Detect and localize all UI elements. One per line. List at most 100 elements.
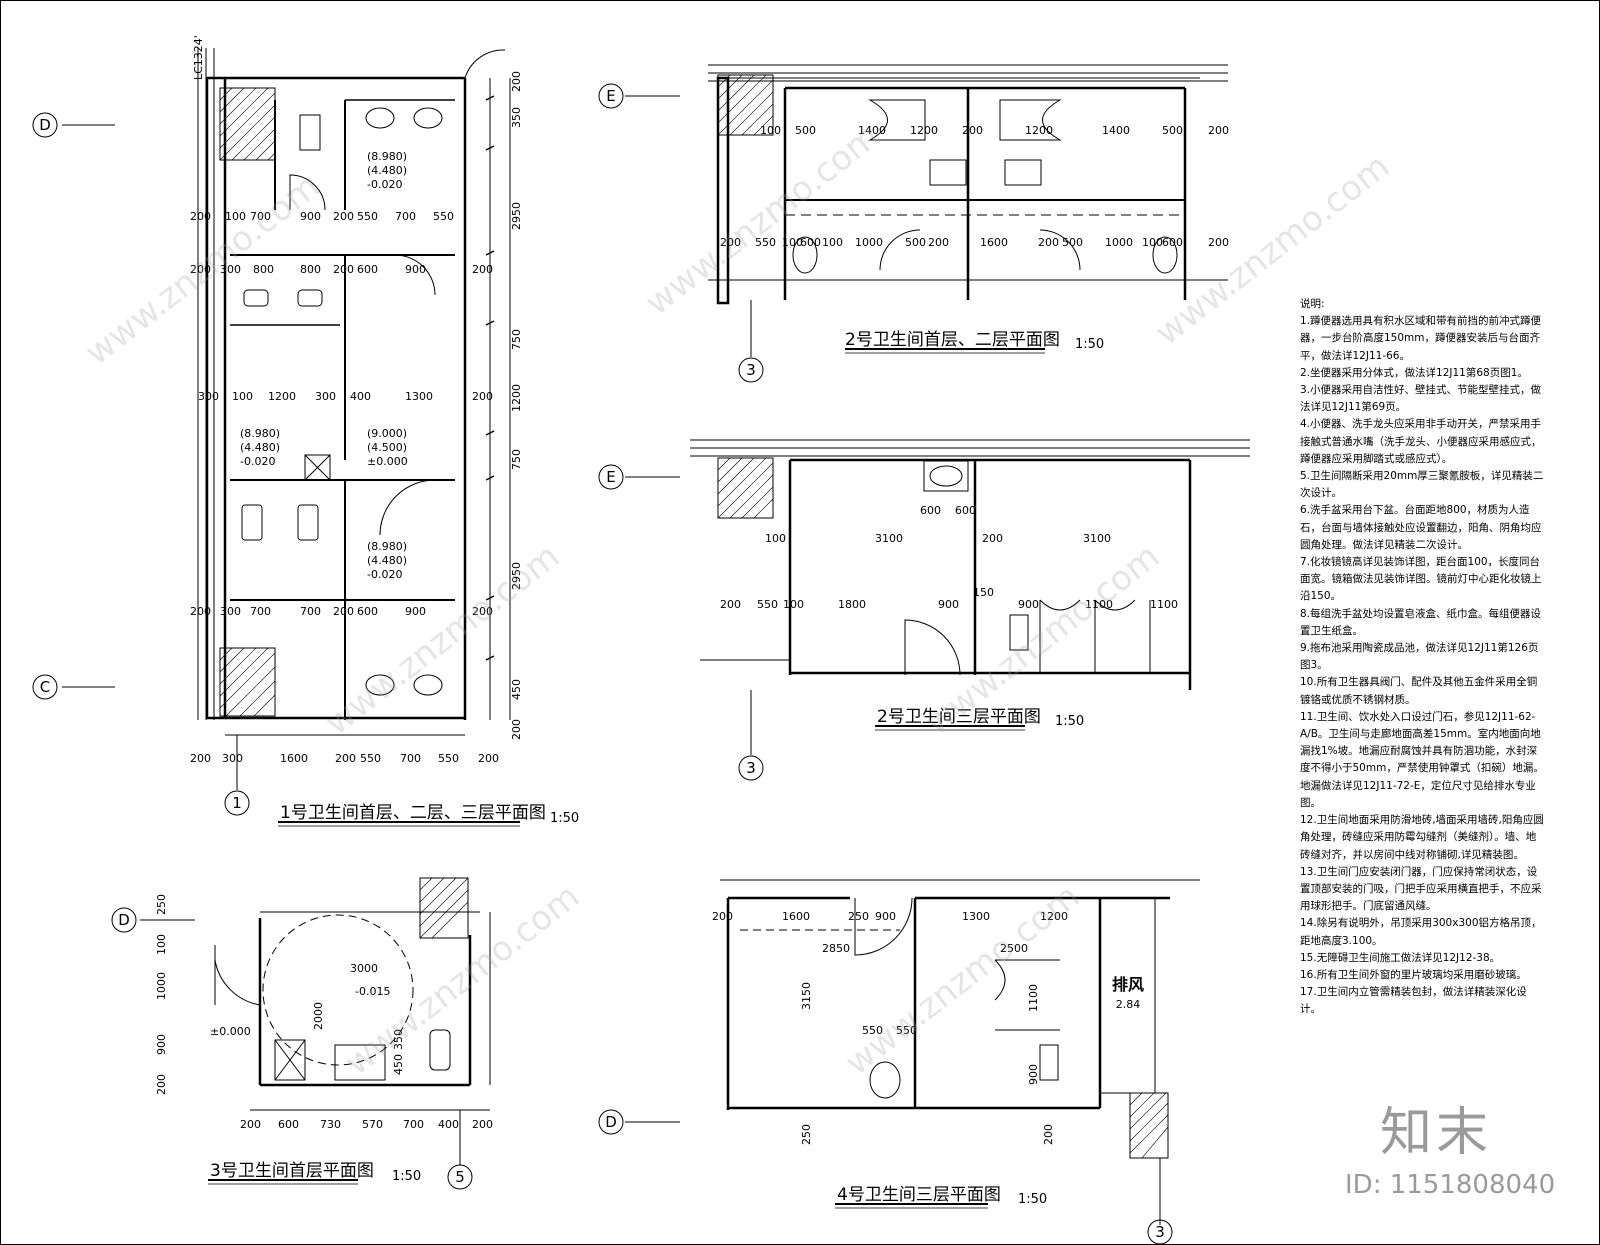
- dim-d1-bottom-1: 300: [222, 752, 243, 765]
- title-d5: 4号卫生间三层平面图: [837, 1185, 1001, 1205]
- dim-d1-row3-0: 300: [198, 390, 219, 403]
- dim-d1-row1-6: 700: [395, 210, 416, 223]
- level-2a: (8.980): [240, 427, 280, 440]
- level-3a: (9.000): [367, 427, 407, 440]
- dim-d3-row3-4: 150: [973, 586, 994, 599]
- axis-label-d1-num: 1: [232, 794, 242, 812]
- watermark-id: ID: 1151808040: [1345, 1170, 1556, 1200]
- dim-d1-row3-1: 100: [232, 390, 253, 403]
- dim-d4-left-4: 200: [155, 1074, 168, 1095]
- level-4a: (8.980): [367, 540, 407, 553]
- axis-bubble-d1-num: [224, 790, 250, 816]
- note-item: 17.卫生间内立管需精装包封，做法详精装深化设计。: [1300, 986, 1527, 1016]
- dim-d3-row3-1: 550: [757, 598, 778, 611]
- plan-3: [690, 439, 1250, 755]
- dim-d1-right-5: 750: [510, 449, 523, 470]
- note-item: 2.坐便器采用分体式，做法详12J11第68页图1。: [1300, 366, 1528, 379]
- axis-label-d1-bottom: C: [40, 678, 50, 696]
- dim-d2-row2-11: 1000: [1105, 236, 1133, 249]
- dim-d1-row4-3: 700: [300, 605, 321, 618]
- axis-label-d2-num: 3: [746, 361, 756, 379]
- dim-d1-right-3: 750: [510, 329, 523, 350]
- dim-d3-row3-7: 1100: [1085, 598, 1113, 611]
- note-item: 11.卫生间、饮水处入口设过门石，参见12J11-62-A/B。卫生间与走廊地面…: [1300, 710, 1544, 809]
- dim-d2-row1-1: 500: [795, 124, 816, 137]
- axis-label-d3-num: 3: [746, 759, 756, 777]
- axis-label-d2-left: E: [606, 87, 615, 105]
- axis-bubble-d1-top: [32, 112, 58, 138]
- dim-d2-row1-4: 200: [962, 124, 983, 137]
- dim-d1-row2-0: 200: [190, 263, 211, 276]
- dim-d2-row2-7: 200: [928, 236, 949, 249]
- dim-d1-row2-6: 900: [405, 263, 426, 276]
- dim-d2-row2-8: 1600: [980, 236, 1008, 249]
- dim-d1-right-0: 200: [510, 71, 523, 92]
- dim-d3-row3-3: 1800: [838, 598, 866, 611]
- dim-d4-bottom-3: 570: [362, 1118, 383, 1131]
- dim-d3-row3-6: 900: [1018, 598, 1039, 611]
- dim-d2-row2-3: 600: [800, 236, 821, 249]
- axis-label-d1-top: D: [39, 116, 51, 134]
- note-item: 8.每组洗手盆处均设置皂液盒、纸巾盒。每组便器设置卫生纸盒。: [1300, 607, 1542, 637]
- dim-d1-right-2: 2950: [510, 202, 523, 230]
- dim-d1-right-6: 2950: [510, 562, 523, 590]
- level-3c: ±0.000: [367, 455, 408, 468]
- level-1b: (4.480): [367, 164, 407, 177]
- dim-d2-row2-5: 1000: [855, 236, 883, 249]
- watermark-brand: 知末: [1380, 1103, 1493, 1163]
- dim-d3-row2-2: 200: [982, 532, 1003, 545]
- dim-d4-left-0: 250: [155, 894, 168, 915]
- dim-d5-row1-5: 1200: [1040, 910, 1068, 923]
- dim-d2-row2-4: 100: [822, 236, 843, 249]
- dim-d1-row4-1: 300: [220, 605, 241, 618]
- note-item: 12.卫生间地面采用防滑地砖,墙面采用墙砖,阳角应圆角处理，砖缝应采用防霉勾缝剂…: [1300, 814, 1544, 861]
- dim-d5-left-1: 200: [1042, 1124, 1055, 1145]
- dim-d2-row2-6: 500: [905, 236, 926, 249]
- note-item: 15.无障碍卫生间施工做法详见12J12-38。: [1300, 951, 1501, 964]
- dim-d4-left-2: 1000: [155, 972, 168, 1000]
- axis-bubble-d4-num: [447, 1164, 473, 1190]
- scale-d1: 1:50: [550, 811, 579, 826]
- plan-1: [197, 48, 511, 790]
- dim-d4-bottom-0: 200: [240, 1118, 261, 1131]
- note-item: 5.卫生间隔断采用20mm厚三聚氰胺板，详见精装二次设计。: [1300, 470, 1544, 500]
- dim-d2-row1-7: 500: [1162, 124, 1183, 137]
- dim-d1-row3-4: 400: [350, 390, 371, 403]
- dim-d4-bottom-6: 200: [472, 1118, 493, 1131]
- dim-d5-row1-4: 1300: [962, 910, 990, 923]
- axis-bubble-d3-left: [598, 464, 624, 490]
- dim-d1-row4-4: 200: [333, 605, 354, 618]
- dim-d4-left-1: 100: [155, 934, 168, 955]
- level-4c: -0.020: [367, 568, 402, 581]
- dim-d1-row1-3: 900: [300, 210, 321, 223]
- note-item: 6.洗手盆采用台下盆。台面距地800，材质为人造石，台面与墙体接触处应设置翻边，…: [1300, 504, 1542, 551]
- note-item: 9.拖布池采用陶瓷成品池，做法详见12J11第126页图3。: [1300, 642, 1539, 672]
- dim-d1-bottom-7: 200: [478, 752, 499, 765]
- title-d1: 1号卫生间首层、二层、三层平面图: [280, 803, 546, 823]
- dim-d2-row2-0: 200: [720, 236, 741, 249]
- dim-d5-inner-0: 2850: [822, 942, 850, 955]
- dim-d1-row1-2: 700: [250, 210, 271, 223]
- dim-d1-right-4: 1200: [510, 384, 523, 412]
- dim-d4-left-3: 900: [155, 1034, 168, 1055]
- dim-d4-bottom-5: 400: [438, 1118, 459, 1131]
- plan-4: [214, 877, 491, 1165]
- dim-d1-row1-4: 200: [333, 210, 354, 223]
- note-item: 7.化妆镜镜高详见装饰详图，距台面100，长度同台面宽。镜箱做法见装饰详图。镜前…: [1300, 556, 1542, 603]
- scale-d3: 1:50: [1055, 714, 1084, 729]
- dim-d5-row1-2: 250: [848, 910, 869, 923]
- dim-d2-row2-9: 200: [1038, 236, 1059, 249]
- level-2c: -0.020: [240, 455, 275, 468]
- note-item: 10.所有卫生器具阀门、配件及其他五金件采用全铜镀铬或优质不锈钢材质。: [1300, 676, 1538, 706]
- dim-d4-inner-2: 350: [392, 1029, 405, 1050]
- dim-d5-left-0: 250: [800, 1124, 813, 1145]
- dim-d2-row2-10: 500: [1062, 236, 1083, 249]
- scale-d2: 1:50: [1075, 337, 1104, 352]
- dim-d5-inner-1: 2500: [1000, 942, 1028, 955]
- dim-d2-row1-8: 200: [1208, 124, 1229, 137]
- dim-d4-bottom-1: 600: [278, 1118, 299, 1131]
- dim-d5-row1-0: 200: [712, 910, 733, 923]
- window-tag-d1: LC1324': [192, 35, 205, 80]
- title-d4: 3号卫生间首层平面图: [210, 1161, 374, 1181]
